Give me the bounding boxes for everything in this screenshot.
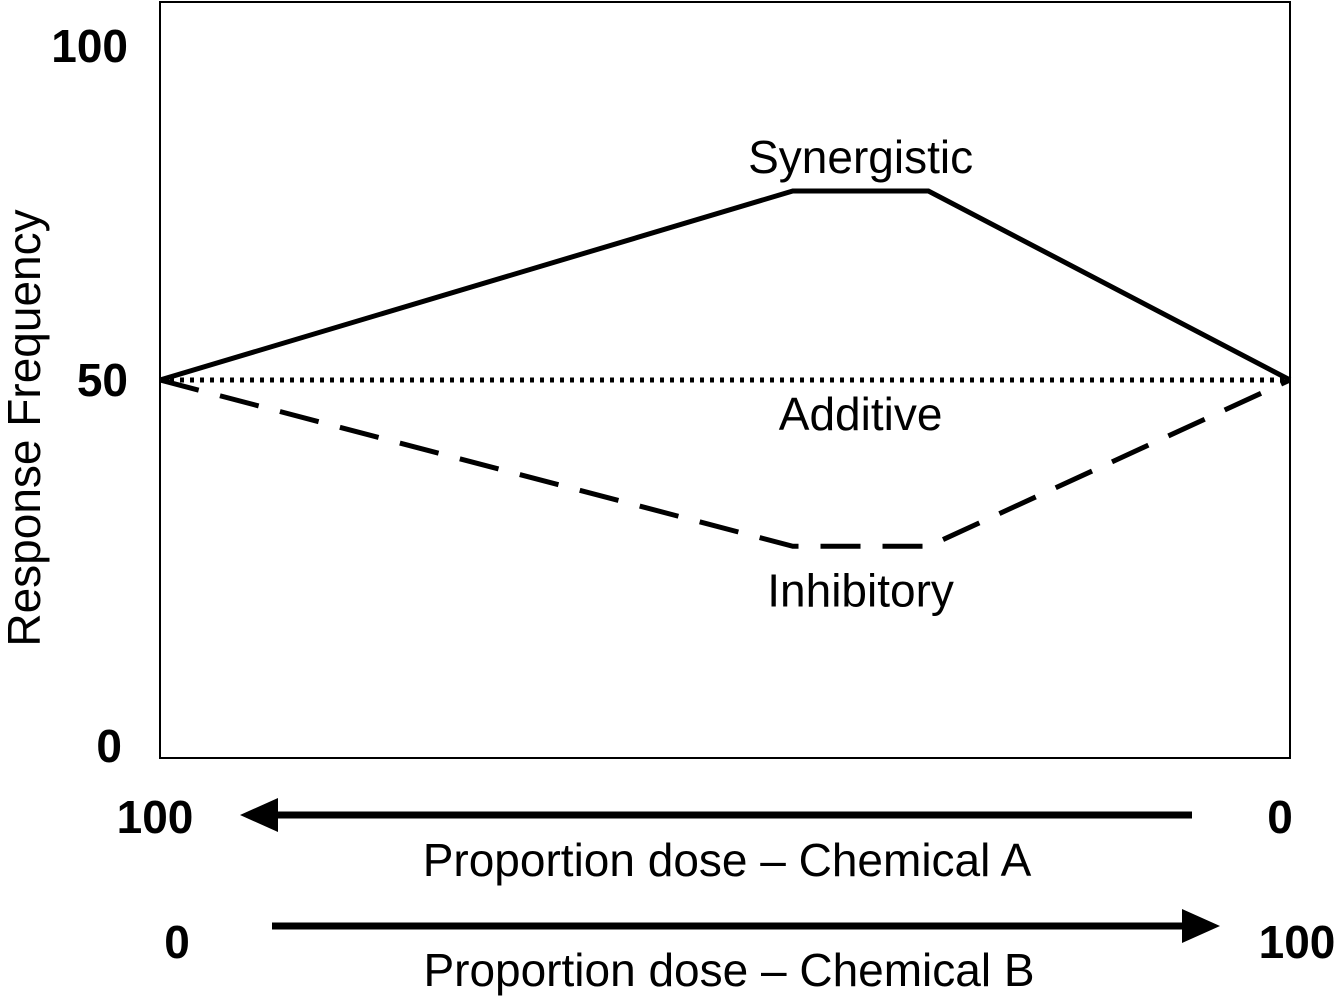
y-tick-0: 0 bbox=[96, 720, 122, 772]
chem-b-arrow-head bbox=[1182, 909, 1220, 943]
series-layer bbox=[159, 188, 1292, 549]
series-line-synergistic bbox=[159, 188, 1292, 383]
chem-a-right-value: 0 bbox=[1267, 791, 1293, 843]
chem-b-left-value: 0 bbox=[164, 916, 190, 968]
series-label-inhibitory: Inhibitory bbox=[767, 564, 954, 616]
chem-a-arrow-head bbox=[240, 798, 278, 832]
series-line-inhibitory bbox=[159, 377, 1292, 549]
series-label-additive: Additive bbox=[779, 388, 943, 440]
y-tick-50: 50 bbox=[77, 354, 128, 406]
y-tick-100: 100 bbox=[51, 20, 128, 72]
chem-b-axis-label: Proportion dose – Chemical B bbox=[423, 944, 1034, 996]
y-axis-label: Response Frequency bbox=[0, 209, 50, 646]
chem-a-left-value: 100 bbox=[117, 791, 194, 843]
series-label-synergistic: Synergistic bbox=[748, 131, 973, 183]
chem-b-right-value: 100 bbox=[1259, 916, 1336, 968]
chem-a-axis-label: Proportion dose – Chemical A bbox=[423, 834, 1032, 886]
